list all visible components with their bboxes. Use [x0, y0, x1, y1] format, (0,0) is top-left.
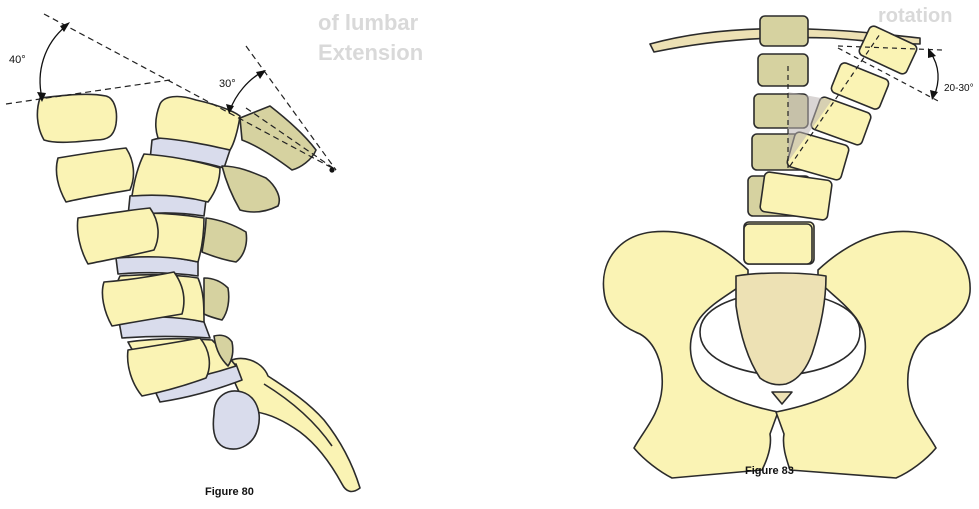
- angle-label-40: 40°: [9, 54, 26, 66]
- bleed-text-left-1: of lumbar: [318, 10, 419, 35]
- figure-80: [6, 14, 360, 491]
- coccyx-83: [772, 392, 792, 404]
- spinous-process-2: [222, 166, 279, 212]
- neutral-vertebra-2: [56, 148, 133, 202]
- neutral-vertebra-r7: [744, 224, 812, 264]
- femoral-head: [213, 391, 259, 449]
- rotated-vertebra-5: [760, 171, 833, 220]
- figure-80-caption: Figure 80: [205, 486, 254, 498]
- bleed-text-right: rotation: [878, 5, 952, 27]
- angle-label-20-30: 20-30°: [944, 83, 974, 94]
- figure-83-caption: Figure 83: [745, 465, 794, 477]
- neutral-vertebra-r2: [758, 54, 808, 86]
- spinous-process-4: [204, 278, 229, 320]
- figure-83: [603, 16, 970, 478]
- angle-arc-40: [40, 26, 66, 98]
- spinous-process-3: [202, 218, 247, 262]
- arrowhead-30-top: [256, 70, 266, 79]
- neutral-vertebra-r1: [760, 16, 808, 46]
- bleed-text-left-2: Extension: [318, 40, 423, 65]
- angle-label-30: 30°: [219, 78, 236, 90]
- angle-arc-20-30: [930, 52, 938, 96]
- neutral-vertebra-1: [37, 94, 116, 142]
- rotated-vertebra-1: [858, 25, 919, 76]
- vertex-dot: [329, 167, 334, 172]
- spinous-process-1: [240, 106, 316, 170]
